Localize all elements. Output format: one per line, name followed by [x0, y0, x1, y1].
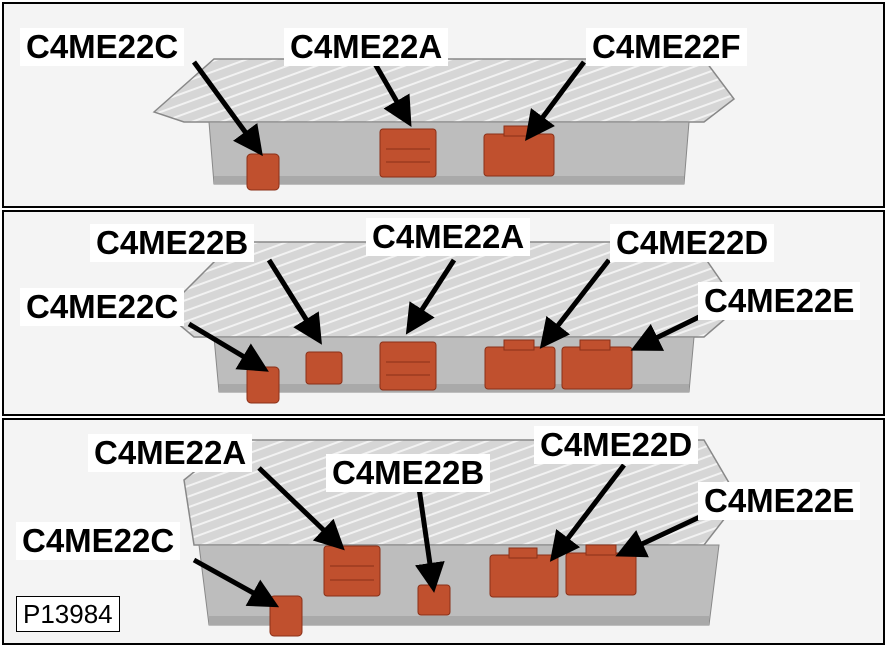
leader-arrow	[191, 60, 263, 157]
leader-arrow	[415, 487, 445, 593]
label-connector: C4ME22F	[586, 28, 747, 66]
view-panel-3: C4ME22A C4ME22D C4ME22B C4ME22E C4ME22C …	[2, 418, 885, 645]
label-connector: C4ME22D	[610, 224, 775, 262]
connector-c4me22a	[323, 545, 381, 597]
connector-c4me22e	[565, 544, 637, 596]
label-connector: C4ME22D	[534, 426, 699, 464]
label-connector: C4ME22C	[20, 288, 185, 326]
label-connector: C4ME22A	[284, 28, 449, 66]
connector-c4me22c	[246, 153, 280, 191]
connector-c4me22b	[417, 584, 451, 616]
view-panel-2: C4ME22B C4ME22A C4ME22D C4ME22C C4ME22E	[2, 210, 885, 416]
label-connector: C4ME22A	[366, 218, 531, 256]
connector-c4me22b	[305, 351, 343, 385]
label-connector: C4ME22E	[698, 482, 861, 520]
heatsink-plate	[152, 58, 736, 123]
leader-arrow	[630, 314, 701, 351]
leader-arrow	[192, 557, 280, 608]
connector-c4me22a	[379, 128, 437, 178]
leader-arrow	[405, 258, 457, 335]
connector-c4me22c	[269, 595, 303, 637]
connector-c4me22d	[489, 547, 559, 598]
figure-id: P13984	[16, 596, 120, 632]
connector-c4me22d	[484, 339, 556, 390]
label-connector: C4ME22E	[698, 282, 861, 320]
leader-arrow	[187, 321, 269, 372]
connector-c4me22c	[246, 366, 280, 404]
module-illustration	[152, 58, 736, 191]
leader-arrow	[549, 463, 626, 562]
leader-arrow	[525, 60, 587, 142]
connector-c4me22f	[483, 125, 555, 177]
module-housing	[208, 121, 690, 185]
connector-c4me22e	[561, 339, 633, 390]
label-connector: C4ME22B	[90, 224, 255, 262]
leader-arrow	[615, 512, 706, 558]
leader-arrow	[257, 466, 345, 551]
label-connector: C4ME22C	[20, 28, 185, 66]
leader-arrow	[266, 258, 322, 345]
module-illustration	[162, 241, 741, 404]
view-panel-1: C4ME22C C4ME22A C4ME22F	[2, 2, 885, 208]
module-illustration	[183, 439, 740, 637]
connector-c4me22a	[379, 341, 437, 391]
leader-arrow	[371, 60, 412, 127]
leader-arrow	[539, 258, 611, 349]
label-connector: C4ME22A	[88, 434, 253, 472]
label-connector: C4ME22C	[16, 522, 181, 560]
label-connector: C4ME22B	[326, 454, 491, 492]
